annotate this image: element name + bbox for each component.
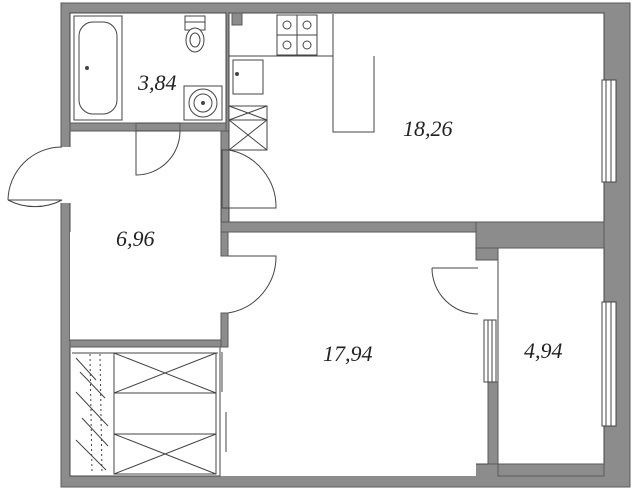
- balcony-door: [431, 267, 479, 315]
- wall-bedroom-balcony-v: [487, 381, 499, 465]
- wall-bath-hall-right: [179, 122, 227, 132]
- bedroom-area-label: 17,94: [323, 341, 373, 366]
- kitchen-sink-icon: [232, 59, 264, 95]
- bathroom-door: [135, 130, 181, 176]
- window-balcony: [601, 301, 617, 427]
- bathtub-icon: [73, 15, 123, 121]
- bathroom-area-label: 3,84: [137, 70, 177, 95]
- entrance-door: [7, 146, 72, 208]
- kitchen-living-area-label: 18,26: [403, 116, 453, 141]
- wall-corner-notch: [231, 12, 243, 26]
- interior-walls: [69, 12, 605, 477]
- room-floors: [68, 12, 605, 477]
- kitchen-counter: [228, 14, 375, 151]
- wall-hall-bottom: [69, 339, 222, 348]
- wall-balcony-top: [475, 221, 605, 249]
- windows: [483, 79, 617, 427]
- bathroom-sink-icon: [183, 85, 223, 121]
- hall-area-label: 6,96: [116, 226, 155, 251]
- bedroom-door: [227, 255, 277, 314]
- wardrobe-icon: [72, 352, 227, 475]
- wall-hall-bedroom-v: [220, 231, 229, 257]
- wall-hall-bedroom-v2: [220, 312, 229, 348]
- toilet-icon: [184, 15, 206, 53]
- window-bedroom: [483, 319, 497, 383]
- wall-kitchen-bedroom: [220, 221, 477, 233]
- wall-balcony-bottom: [497, 463, 605, 477]
- kitchen-door: [221, 149, 277, 209]
- window-kitchen: [601, 79, 617, 183]
- wall-bath-hall: [69, 122, 137, 132]
- balcony-area-label: 4,94: [524, 338, 563, 363]
